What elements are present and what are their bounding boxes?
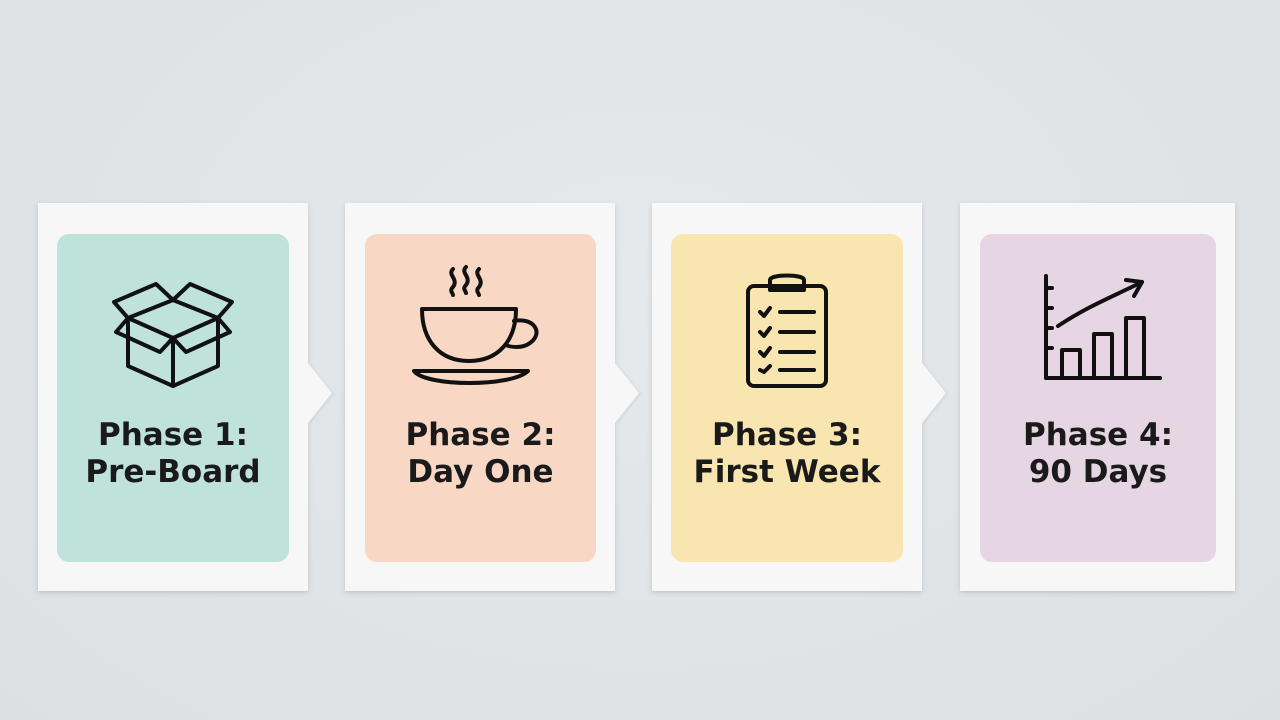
phase-title-4: 90 Days — [1028, 454, 1168, 490]
phase-title-2: Day One — [407, 454, 554, 490]
phase-title-3: First Week — [693, 454, 881, 490]
phase-label-2: Phase 2: Day One — [365, 417, 596, 491]
phase-card-3: Phase 3: First Week — [652, 203, 946, 591]
coffee-cup-icon — [365, 256, 596, 406]
clipboard-checklist-icon — [671, 256, 903, 406]
phase-panel-3: Phase 3: First Week — [671, 234, 903, 562]
phase-label-4: Phase 4: 90 Days — [980, 417, 1216, 491]
phase-card-1: Phase 1: Pre-Board — [38, 203, 332, 591]
growth-chart-icon — [980, 256, 1216, 406]
phase-panel-4: Phase 4: 90 Days — [980, 234, 1216, 562]
phase-panel-2: Phase 2: Day One — [365, 234, 596, 562]
connector-arrow-3 — [922, 363, 946, 423]
connector-arrow-1 — [308, 363, 332, 423]
phase-number-1: Phase 1: — [98, 417, 248, 453]
phase-card-4: Phase 4: 90 Days — [960, 203, 1235, 591]
phase-card-2: Phase 2: Day One — [345, 203, 639, 591]
phase-number-2: Phase 2: — [405, 417, 556, 453]
open-box-icon — [57, 256, 289, 406]
phase-number-4: Phase 4: — [1023, 417, 1173, 453]
phase-label-1: Phase 1: Pre-Board — [57, 417, 289, 491]
phase-label-3: Phase 3: First Week — [671, 417, 903, 491]
phase-number-3: Phase 3: — [712, 417, 862, 453]
phase-title-1: Pre-Board — [85, 454, 261, 490]
phase-panel-1: Phase 1: Pre-Board — [57, 234, 289, 562]
connector-arrow-2 — [615, 363, 639, 423]
